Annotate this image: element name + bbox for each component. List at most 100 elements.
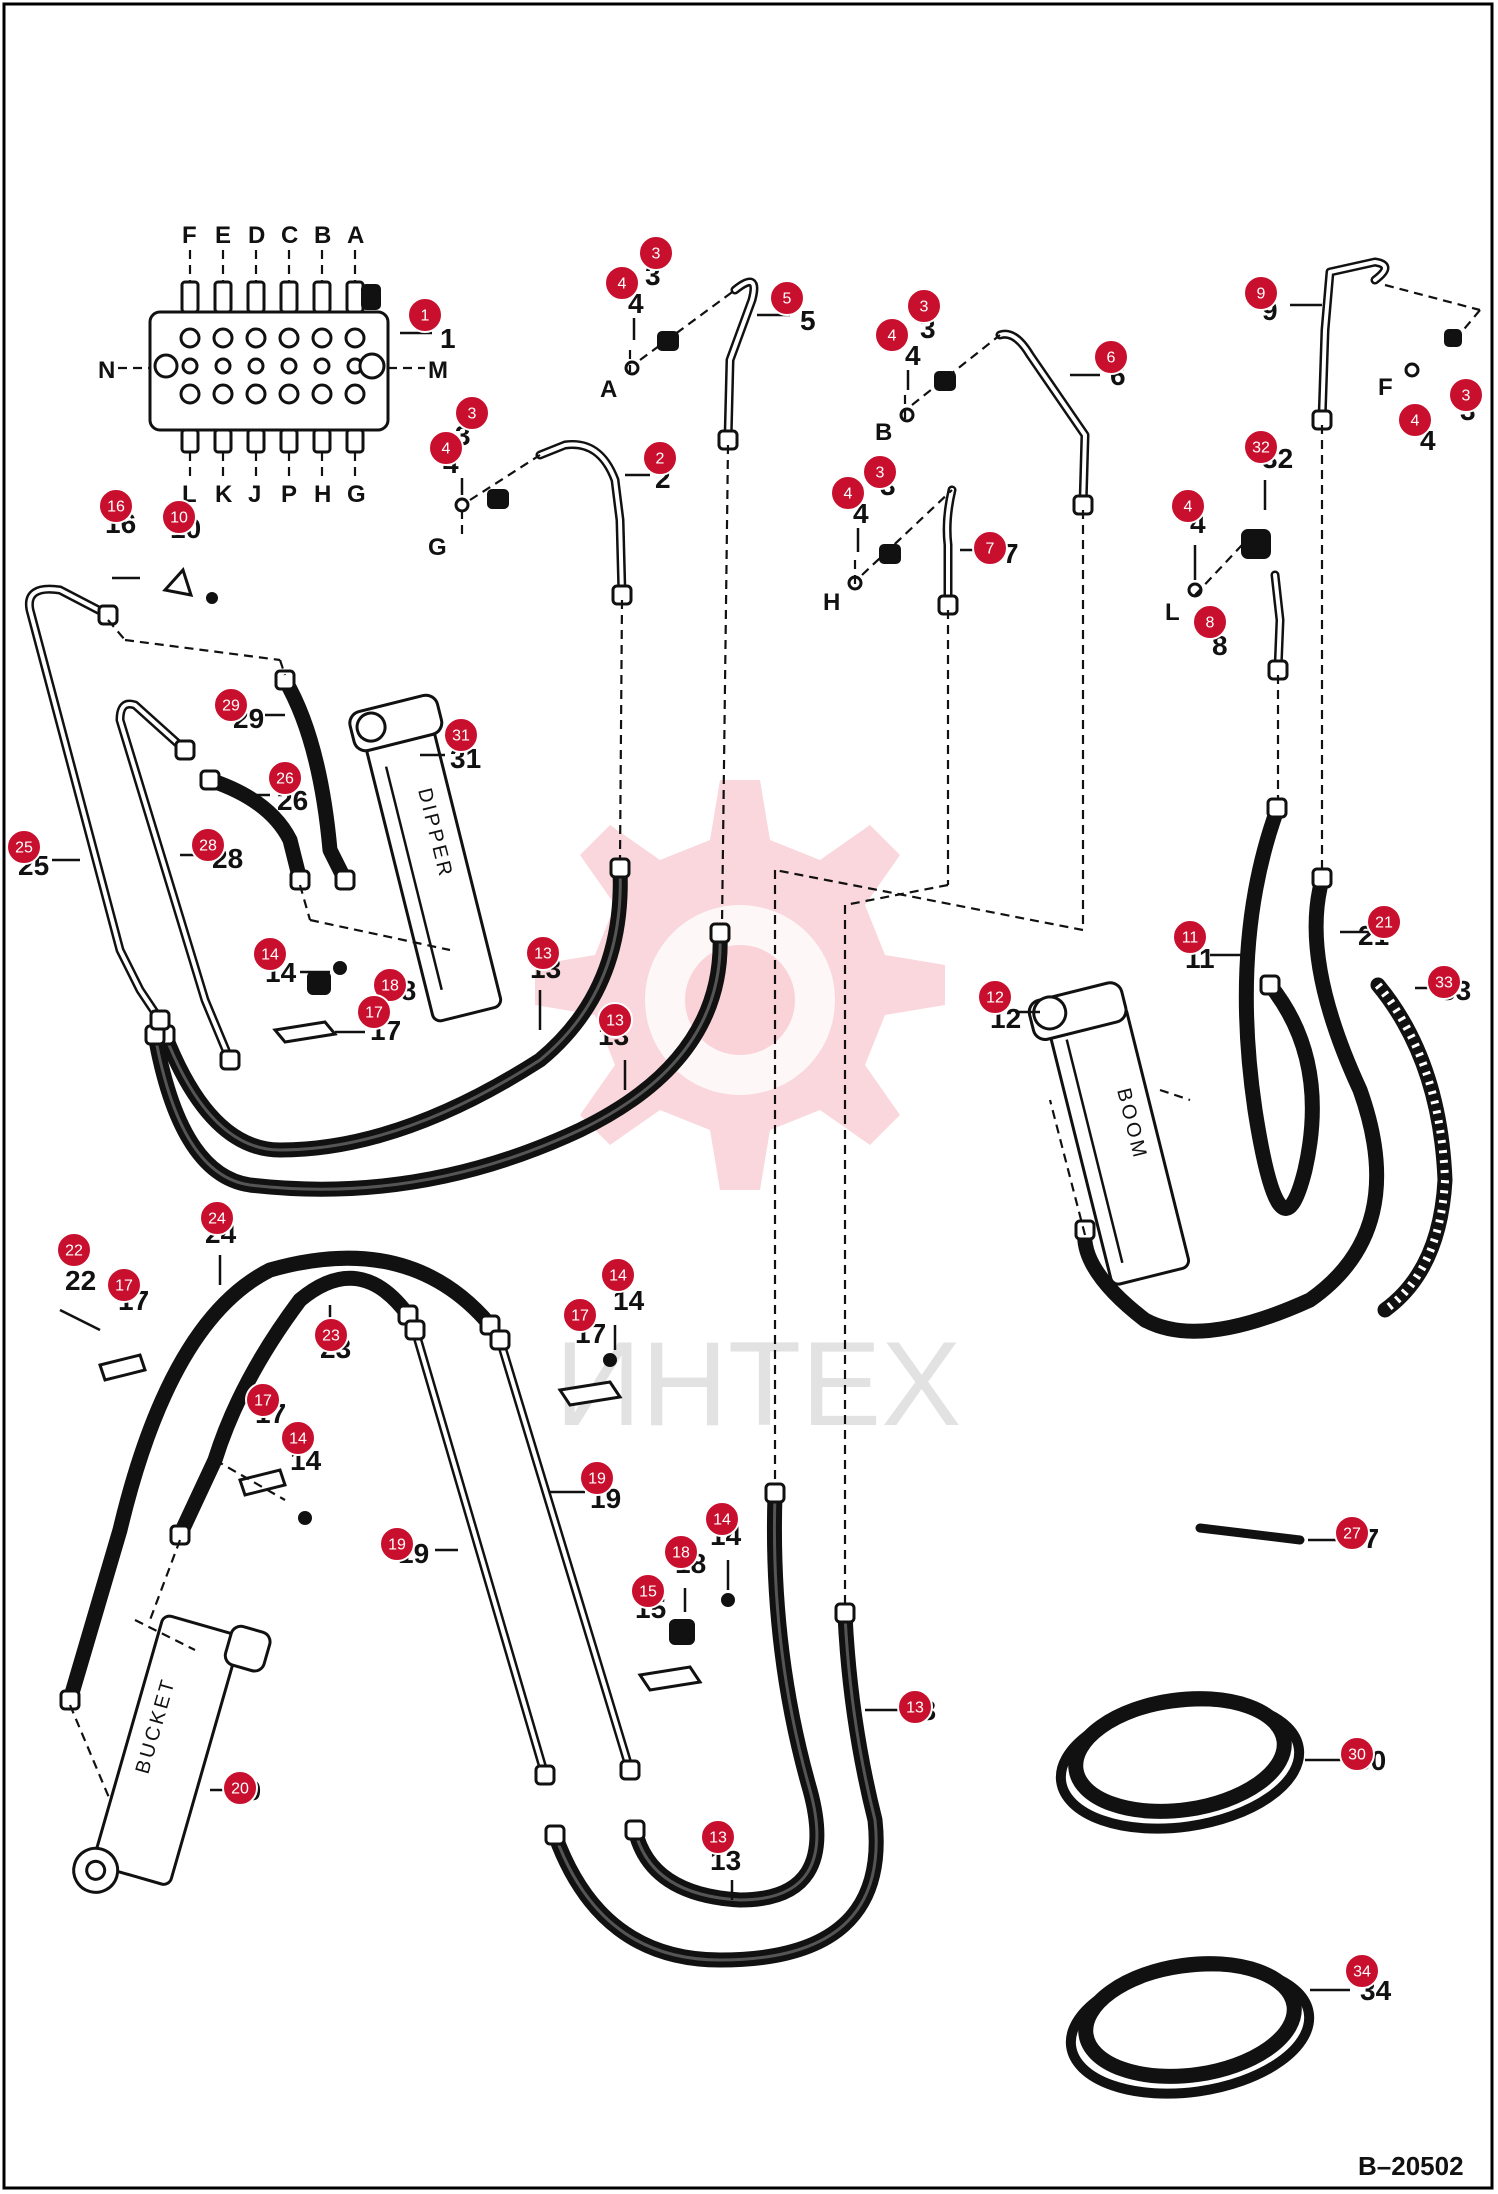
dipper-cylinder bbox=[348, 693, 503, 1023]
part-badge-14[interactable]: 14 bbox=[704, 1501, 740, 1537]
valve-port-top-1: E bbox=[215, 222, 231, 249]
part-badge-12[interactable]: 12 bbox=[977, 979, 1013, 1015]
part-badge-18[interactable]: 18 bbox=[372, 967, 408, 1003]
part-badge-4[interactable]: 4 bbox=[1170, 488, 1206, 524]
part-badge-1[interactable]: 1 bbox=[407, 297, 443, 333]
control-valve bbox=[148, 280, 390, 454]
part-badge-8[interactable]: 8 bbox=[1192, 604, 1228, 640]
svg-text:3: 3 bbox=[652, 246, 661, 263]
svg-text:26: 26 bbox=[276, 771, 294, 788]
part-badge-19[interactable]: 19 bbox=[379, 1526, 415, 1562]
svg-text:24: 24 bbox=[208, 1211, 226, 1228]
part-badge-13[interactable]: 13 bbox=[700, 1819, 736, 1855]
valve-port-top-2: D bbox=[248, 222, 265, 249]
svg-text:13: 13 bbox=[906, 1700, 924, 1717]
part-badge-17[interactable]: 17 bbox=[106, 1267, 142, 1303]
part-badge-10[interactable]: 10 bbox=[161, 499, 197, 535]
svg-text:6: 6 bbox=[1107, 350, 1116, 367]
part-badge-14[interactable]: 14 bbox=[280, 1420, 316, 1456]
part-badge-28[interactable]: 28 bbox=[190, 827, 226, 863]
fitting-letter-b: B bbox=[875, 419, 892, 446]
part-badge-16[interactable]: 16 bbox=[98, 488, 134, 524]
part-badge-3[interactable]: 3 bbox=[862, 454, 898, 490]
part-badge-17[interactable]: 17 bbox=[245, 1382, 281, 1418]
bucket-cylinder bbox=[72, 1614, 272, 1894]
part-badge-22[interactable]: 22 bbox=[56, 1232, 92, 1268]
svg-text:11: 11 bbox=[1182, 930, 1199, 947]
svg-text:4: 4 bbox=[844, 486, 853, 503]
svg-text:9: 9 bbox=[1257, 286, 1266, 303]
part-badge-13[interactable]: 13 bbox=[897, 1689, 933, 1725]
part-badge-29[interactable]: 29 bbox=[213, 687, 249, 723]
svg-text:14: 14 bbox=[261, 947, 279, 964]
svg-text:12: 12 bbox=[986, 990, 1004, 1007]
part-badge-30[interactable]: 30 bbox=[1339, 1736, 1375, 1772]
svg-text:31: 31 bbox=[452, 728, 470, 745]
svg-text:30: 30 bbox=[1348, 1747, 1366, 1764]
part-badge-9[interactable]: 9 bbox=[1243, 275, 1279, 311]
part-badge-33[interactable]: 33 bbox=[1426, 964, 1462, 1000]
svg-text:17: 17 bbox=[254, 1393, 272, 1410]
svg-text:18: 18 bbox=[381, 978, 399, 995]
part-badge-26[interactable]: 26 bbox=[267, 760, 303, 796]
part-badge-19[interactable]: 19 bbox=[579, 1460, 615, 1496]
part-badge-27[interactable]: 27 bbox=[1334, 1515, 1370, 1551]
part-badge-4[interactable]: 4 bbox=[1397, 402, 1433, 438]
part-badge-15[interactable]: 15 bbox=[630, 1573, 666, 1609]
part-badge-20[interactable]: 20 bbox=[222, 1770, 258, 1806]
part-badge-17[interactable]: 17 bbox=[356, 994, 392, 1030]
part-badge-13[interactable]: 13 bbox=[525, 935, 561, 971]
part-badge-31[interactable]: 31 bbox=[443, 717, 479, 753]
part-badge-23[interactable]: 23 bbox=[313, 1317, 349, 1353]
svg-text:3: 3 bbox=[876, 465, 885, 482]
part-badge-34[interactable]: 34 bbox=[1344, 1953, 1380, 1989]
part-badge-3[interactable]: 3 bbox=[638, 235, 674, 271]
connection-lines bbox=[68, 283, 1481, 1801]
svg-text:19: 19 bbox=[588, 1471, 606, 1488]
svg-text:4: 4 bbox=[442, 441, 451, 458]
part-badge-4[interactable]: 4 bbox=[604, 265, 640, 301]
svg-text:7: 7 bbox=[986, 541, 995, 558]
part-number-5: 5 bbox=[800, 305, 816, 336]
valve-port-bottom-4: H bbox=[314, 481, 331, 508]
svg-text:34: 34 bbox=[1353, 1964, 1371, 1981]
svg-text:27: 27 bbox=[1343, 1526, 1361, 1543]
svg-text:2: 2 bbox=[656, 451, 665, 468]
svg-text:17: 17 bbox=[365, 1005, 383, 1022]
part-badge-7[interactable]: 7 bbox=[972, 530, 1008, 566]
part-badge-5[interactable]: 5 bbox=[769, 280, 805, 316]
part-badge-32[interactable]: 32 bbox=[1243, 429, 1279, 465]
svg-text:10: 10 bbox=[170, 510, 188, 527]
svg-text:17: 17 bbox=[571, 1308, 589, 1325]
part-badge-11[interactable]: 11 bbox=[1172, 919, 1208, 955]
part-badge-2[interactable]: 2 bbox=[642, 440, 678, 476]
fittings-and-clamps bbox=[59, 329, 1462, 1692]
part-badge-18[interactable]: 18 bbox=[663, 1534, 699, 1570]
part-badge-4[interactable]: 4 bbox=[428, 430, 464, 466]
svg-text:13: 13 bbox=[606, 1013, 624, 1030]
valve-port-top-4: B bbox=[314, 222, 331, 249]
svg-text:14: 14 bbox=[713, 1512, 731, 1529]
part-badge-24[interactable]: 24 bbox=[199, 1200, 235, 1236]
part-badge-17[interactable]: 17 bbox=[562, 1297, 598, 1333]
part-badge-14[interactable]: 14 bbox=[600, 1257, 636, 1293]
part-badge-21[interactable]: 21 bbox=[1366, 904, 1402, 940]
part-badge-3[interactable]: 3 bbox=[454, 395, 490, 431]
part-badge-4[interactable]: 4 bbox=[874, 317, 910, 353]
part-badge-3[interactable]: 3 bbox=[1448, 377, 1484, 413]
part-badge-14[interactable]: 14 bbox=[252, 936, 288, 972]
fitting-letter-f: F bbox=[1378, 374, 1393, 401]
part-badge-3[interactable]: 3 bbox=[906, 288, 942, 324]
part-badge-4[interactable]: 4 bbox=[830, 475, 866, 511]
part-badge-13[interactable]: 13 bbox=[597, 1002, 633, 1038]
part-badge-6[interactable]: 6 bbox=[1093, 339, 1129, 375]
part-badge-25[interactable]: 25 bbox=[6, 829, 42, 865]
svg-text:13: 13 bbox=[709, 1830, 727, 1847]
svg-text:3: 3 bbox=[920, 299, 929, 316]
svg-text:28: 28 bbox=[199, 838, 217, 855]
svg-text:4: 4 bbox=[1411, 413, 1420, 430]
svg-text:4: 4 bbox=[888, 328, 897, 345]
svg-text:25: 25 bbox=[15, 840, 33, 857]
svg-text:1: 1 bbox=[421, 308, 430, 325]
